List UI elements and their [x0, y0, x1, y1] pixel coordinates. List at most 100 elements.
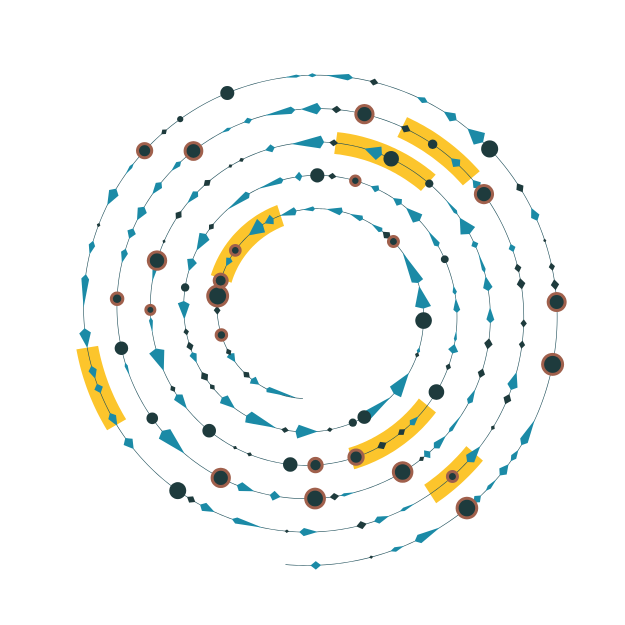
- wedge-mark: [349, 213, 364, 222]
- node-mark: [481, 140, 499, 158]
- diamond-mark: [203, 179, 211, 187]
- wedge-mark: [88, 365, 97, 379]
- diamond-mark: [477, 368, 485, 379]
- diamond-mark: [356, 521, 367, 530]
- diamond-mark: [520, 319, 527, 328]
- diamond-mark: [326, 427, 333, 433]
- node-mark: [177, 116, 184, 123]
- wedge-mark: [225, 257, 233, 267]
- diamond-mark: [213, 305, 221, 315]
- wedge-mark: [409, 416, 419, 426]
- wedge-mark: [448, 344, 459, 354]
- wedge-mark: [158, 429, 185, 454]
- wedge-mark: [88, 240, 96, 255]
- node-mark: [350, 451, 362, 463]
- node-mark: [415, 312, 432, 329]
- diamond-mark: [162, 239, 166, 244]
- wedge-mark: [125, 163, 134, 175]
- diamond-mark: [96, 222, 101, 228]
- wedge-mark: [196, 232, 210, 251]
- wedge-mark: [107, 188, 119, 206]
- node-mark: [283, 457, 298, 472]
- wedge-mark: [499, 464, 509, 476]
- wedge-mark: [121, 248, 128, 263]
- wedge-mark: [258, 177, 284, 189]
- diamond-mark: [400, 125, 411, 133]
- wedge-mark: [249, 376, 260, 385]
- wedge-mark: [507, 371, 518, 390]
- diamond-mark: [514, 263, 522, 273]
- node-mark: [352, 177, 359, 184]
- wedge-mark: [219, 395, 236, 409]
- diamond-mark: [281, 427, 289, 433]
- diamond-mark: [243, 371, 250, 378]
- diamond-mark: [397, 429, 406, 435]
- node-mark: [310, 459, 321, 471]
- wedge-mark: [326, 74, 354, 81]
- wedge-mark: [424, 450, 431, 459]
- diamond-mark: [377, 441, 387, 450]
- node-mark: [217, 331, 226, 339]
- node-mark: [357, 410, 372, 424]
- diamond-mark: [329, 492, 340, 501]
- diamond-mark: [484, 338, 493, 350]
- node-mark: [394, 464, 411, 480]
- diamond-mark: [369, 78, 379, 86]
- node-mark: [440, 255, 449, 264]
- diamond-mark: [369, 555, 374, 559]
- wedge-mark: [364, 146, 382, 161]
- wedge-mark: [510, 449, 519, 462]
- wedge-mark: [79, 328, 91, 348]
- wedge-mark: [127, 228, 136, 239]
- node-mark: [348, 418, 357, 427]
- diamond-mark: [246, 452, 253, 457]
- wedge-mark: [389, 372, 409, 398]
- node-mark: [310, 168, 325, 183]
- node-mark: [186, 144, 201, 158]
- wedge-mark: [266, 387, 297, 399]
- wedge-mark: [299, 527, 318, 537]
- wedge-mark: [152, 182, 163, 195]
- wedge-mark: [467, 389, 476, 404]
- wedge-mark: [467, 128, 485, 145]
- wedge-mark: [236, 482, 255, 492]
- wedge-mark: [520, 419, 535, 446]
- wedge-mark: [187, 191, 199, 204]
- diamond-mark: [210, 384, 215, 390]
- wedge-mark: [370, 185, 380, 193]
- node-mark: [544, 355, 562, 373]
- wedge-mark: [265, 144, 275, 153]
- node-mark: [202, 423, 216, 438]
- wedge-mark: [445, 199, 458, 215]
- wedge-mark: [81, 274, 90, 308]
- diamond-mark: [445, 363, 451, 371]
- wedge-mark: [531, 207, 540, 221]
- wedge-mark: [485, 479, 497, 491]
- diamond-mark: [516, 183, 524, 193]
- wedge-mark: [416, 97, 428, 103]
- diamond-mark: [503, 394, 512, 405]
- wedge-mark: [453, 298, 461, 313]
- node-mark: [307, 490, 323, 507]
- node-mark: [549, 295, 564, 310]
- wedge-mark: [231, 517, 263, 528]
- diamond-mark: [415, 352, 420, 358]
- diamond-mark: [419, 456, 425, 461]
- wedge-mark: [291, 135, 325, 149]
- diamond-mark: [186, 341, 194, 351]
- node-mark: [383, 151, 399, 167]
- diamond-mark: [543, 238, 547, 243]
- wedge-mark: [428, 231, 440, 247]
- wedge-mark: [390, 545, 405, 552]
- wedge-mark: [471, 240, 479, 249]
- wedge-mark: [94, 383, 103, 394]
- diamond-mark: [331, 105, 342, 114]
- diamond-mark: [175, 211, 182, 220]
- node-mark: [209, 287, 227, 305]
- wedge-mark: [295, 424, 318, 439]
- node-mark: [220, 86, 235, 101]
- wedge-mark: [245, 411, 277, 429]
- diamond-mark: [170, 385, 176, 392]
- highlight-layer: [76, 117, 483, 504]
- wedge-mark: [340, 492, 356, 497]
